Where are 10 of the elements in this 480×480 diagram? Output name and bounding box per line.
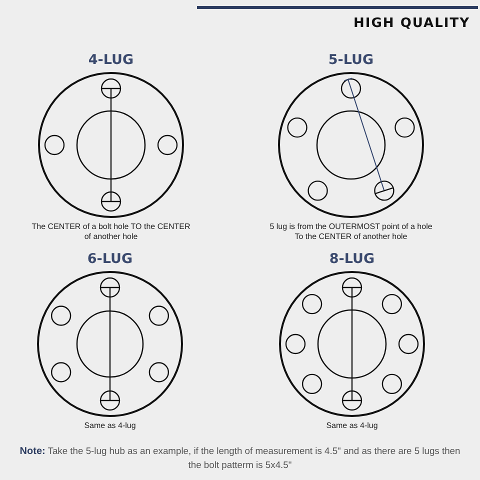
tagline-text: HIGH QUALITY xyxy=(354,16,470,31)
caption-text: Same as 4-lug xyxy=(84,421,136,431)
caption-text: Same as 4-lug xyxy=(326,421,378,431)
hub-heading: 6-LUG xyxy=(87,250,133,268)
hub-heading: 5-LUG xyxy=(328,51,374,69)
caption-text: The CENTER of a bolt hole TO the CENTER of another hole xyxy=(30,222,192,242)
note-text: Note: Take the 5-lug hub as an example, if the length of measurement is 4.5" and as there are 5 lugs then the bolt patterm is 5x4.5" xyxy=(18,444,462,471)
caption-text: 5 lug is from the OUTERMOST point of a hole To the CENTER of another hole xyxy=(268,222,434,242)
hub-heading: 8-LUG xyxy=(329,250,375,268)
hub-heading: 4-LUG xyxy=(88,51,134,69)
